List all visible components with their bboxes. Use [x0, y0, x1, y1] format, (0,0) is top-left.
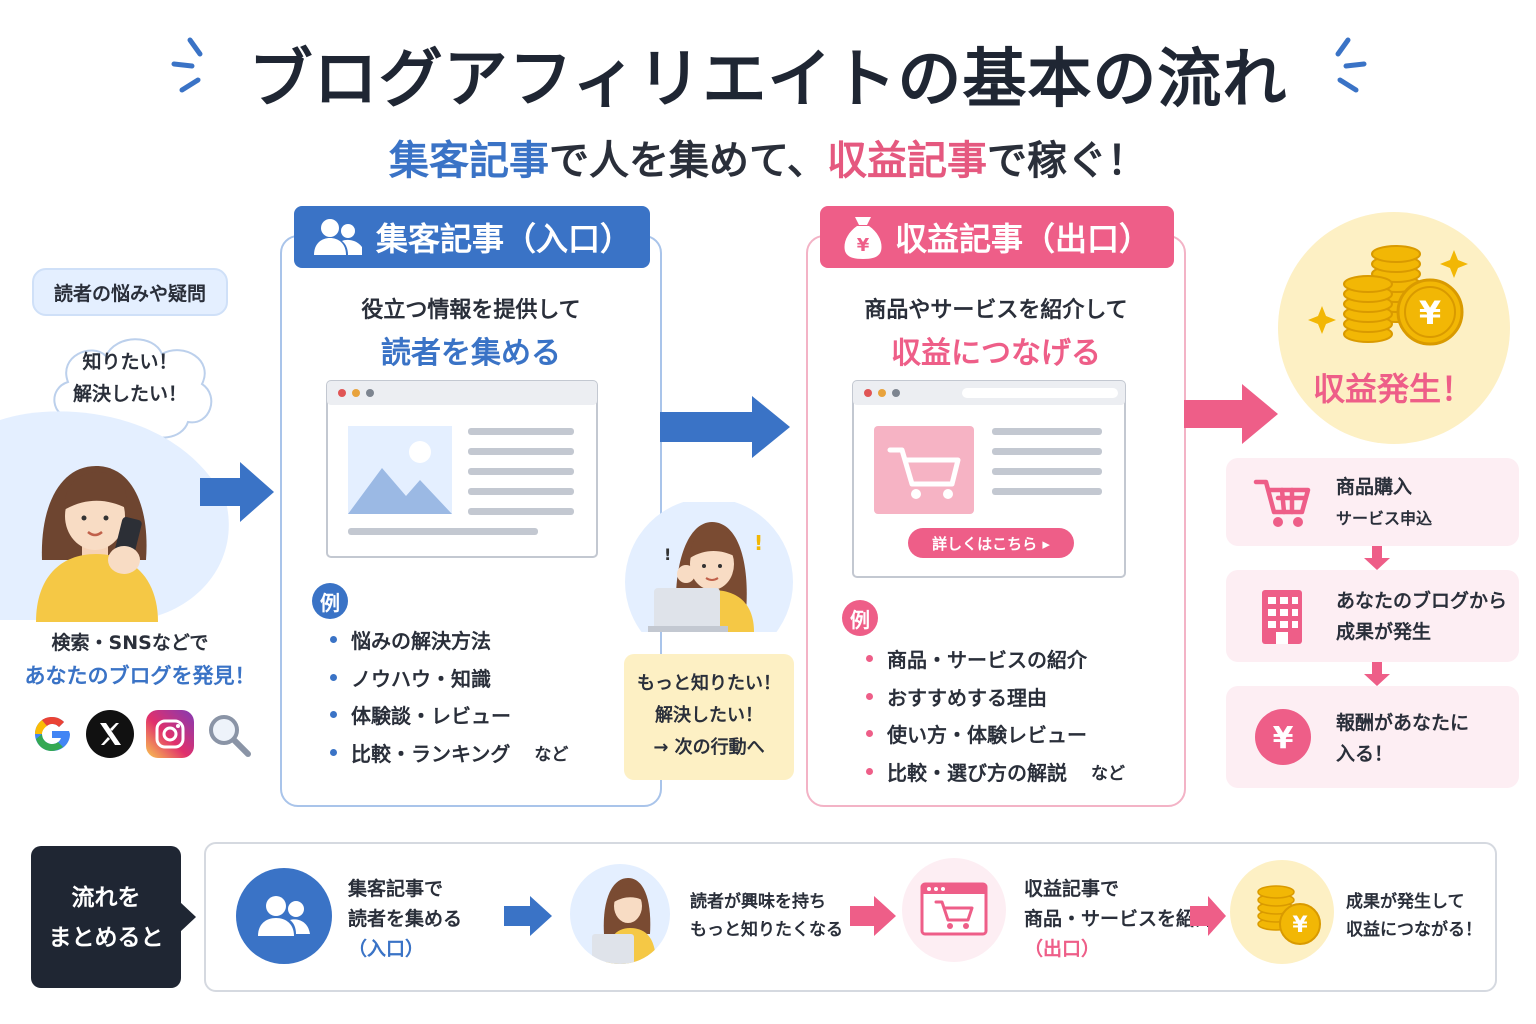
arrow-right-icon	[1190, 896, 1226, 936]
attract-article-tab: 集客記事（入口）	[294, 206, 650, 268]
building-icon	[1262, 590, 1302, 644]
x-icon	[86, 710, 134, 758]
page-subtitle: 集客記事で人を集めて、収益記事で稼ぐ！	[0, 128, 1536, 186]
list-item: 使い方・体験レビュー	[866, 715, 1176, 753]
monetize-line-2: 収益につなげる	[891, 336, 1101, 371]
list-item: 悩みの解決方法	[330, 621, 650, 659]
summary-label: 流れを まとめると	[31, 846, 181, 988]
instagram-icon	[146, 710, 194, 758]
attract-example-list: 悩みの解決方法 ノウハウ・知識 体験談・レビュー 比較・ランキングなど	[330, 621, 650, 771]
search-icon	[209, 715, 251, 757]
revenue-label: 収益発生！	[1312, 370, 1473, 408]
reader-worry-pill: 読者の悩みや疑問	[32, 268, 228, 316]
list-item: 比較・ランキングなど	[330, 734, 650, 772]
monetize-line-1: 商品やサービスを紹介して	[864, 298, 1128, 323]
revenue-step-purchase	[1226, 458, 1519, 546]
monetize-example-badge: 例	[842, 600, 878, 636]
users-circle-icon	[236, 868, 332, 964]
attract-line-2: 読者を集める	[381, 336, 561, 371]
examples-suffix: など	[534, 744, 569, 765]
subtitle-end: で稼ぐ！	[987, 138, 1147, 184]
discover-text-1: 検索・SNSなどで	[51, 632, 209, 654]
users-icon	[313, 219, 362, 255]
list-item: 比較・選び方の解説など	[866, 753, 1176, 791]
thought-line-1: 知りたい！	[82, 351, 178, 373]
subtitle-attract: 集客記事	[389, 138, 549, 184]
monetize-tab-label: 収益記事（出口）	[894, 220, 1151, 258]
arrow-right-icon	[660, 396, 790, 458]
revenue-step-text: 報酬があなたに 入る！	[1336, 712, 1470, 765]
sparkle-left-icon	[171, 37, 203, 93]
product-page-circle-icon	[902, 858, 1006, 962]
money-bag-icon: ¥	[844, 217, 882, 259]
thought-text: 知りたい！ 解決したい！	[60, 346, 200, 410]
summary-step-text: 読者が興味を持ち もっと知りたくなる	[690, 892, 843, 940]
reader-interest-illustration	[570, 864, 670, 964]
attract-example-badge: 例	[312, 583, 348, 619]
monetize-example-list: 商品・サービスの紹介 おすすめする理由 使い方・体験レビュー 比較・選び方の解説…	[866, 640, 1176, 790]
coins-circle-icon: ¥	[1230, 860, 1334, 964]
svg-text:!: !	[754, 531, 763, 555]
list-item: ノウハウ・知識	[330, 659, 650, 697]
list-item: 商品・サービスの紹介	[866, 640, 1176, 678]
summary-step-text: 成果が発生して 収益につながる！	[1346, 892, 1482, 940]
yen-glyph: ¥	[1273, 721, 1294, 756]
summary-step-text: 収益記事で 商品・サービスを紹介 （出口）	[1024, 878, 1215, 960]
shopping-cart-icon	[1253, 479, 1311, 527]
page-title: ブログアフィリエイトの基本の流れ	[248, 43, 1288, 117]
summary-step-text: 集客記事で 読者を集める （入口）	[348, 878, 463, 960]
yen-glyph: ¥	[1292, 913, 1308, 938]
examples-suffix: など	[1091, 763, 1125, 784]
arrow-right-icon	[1184, 384, 1278, 444]
revenue-step-text: あなたのブログから 成果が発生	[1336, 590, 1508, 643]
thought-line-2: 解決したい！	[72, 383, 187, 405]
arrow-right-icon	[200, 462, 274, 522]
arrow-down-icon	[1364, 546, 1390, 570]
attract-line-1: 役立つ情報を提供して	[361, 298, 581, 323]
arrow-right-icon	[850, 896, 896, 936]
next-action-note: もっと知りたい！ 解決したい！ → 次の行動へ	[624, 654, 794, 780]
summary-pointer	[180, 902, 196, 932]
details-cta-button[interactable]: 詳しくはこちら ▸	[908, 528, 1074, 558]
google-icon	[35, 717, 70, 751]
yen-glyph: ¥	[857, 235, 870, 256]
reader-laptop-illustration: ! !	[625, 502, 793, 632]
svg-text:!: !	[664, 545, 671, 564]
summary-box	[204, 842, 1497, 992]
yen-glyph: ¥	[1419, 294, 1441, 332]
blog-article-mockup	[326, 380, 598, 558]
revenue-step-text: 商品購入 サービス申込	[1336, 476, 1433, 528]
monetize-article-tab: ¥ 収益記事（出口）	[820, 206, 1174, 268]
arrow-right-icon	[504, 896, 552, 936]
list-item: 体験談・レビュー	[330, 696, 650, 734]
arrow-down-icon	[1364, 662, 1390, 686]
yen-coin-icon: ¥	[1255, 709, 1311, 765]
attract-tab-label: 集客記事（入口）	[375, 220, 632, 258]
discover-text-2: あなたのブログを発見！	[24, 664, 256, 688]
subtitle-mid: で人を集めて、	[549, 138, 827, 184]
reader-woman-illustration	[0, 411, 229, 622]
list-item: おすすめする理由	[866, 678, 1176, 716]
subtitle-monetize: 収益記事	[827, 138, 987, 184]
sparkle-right-icon	[1335, 37, 1367, 93]
revenue-coins-illustration: ¥	[1278, 212, 1510, 444]
